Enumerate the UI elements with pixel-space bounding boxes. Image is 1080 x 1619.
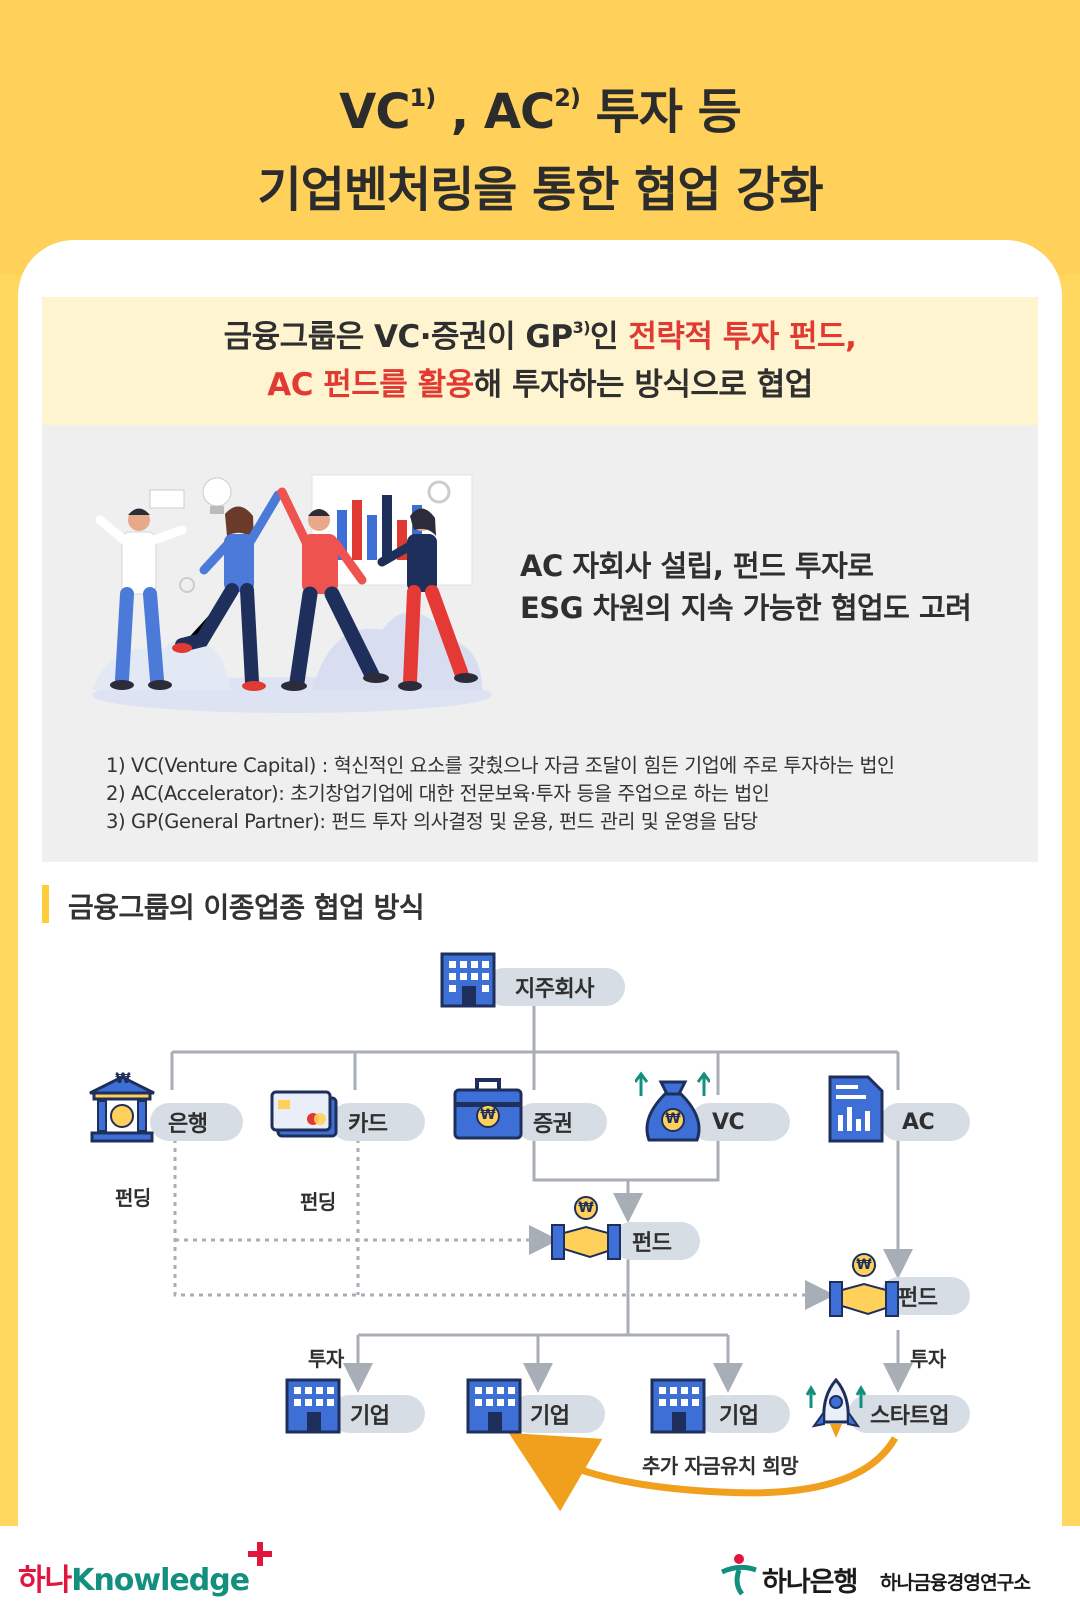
building-icon (650, 1378, 706, 1434)
building-icon (466, 1378, 522, 1434)
node-securities: 증권 (515, 1103, 607, 1141)
node-ac: AC (880, 1103, 970, 1141)
footer (0, 1526, 1080, 1619)
node-vc: VC (690, 1103, 790, 1141)
callout-line-2: AC 펀드를 활용해 투자하는 방식으로 협업 (267, 367, 813, 403)
handshake-fund-icon (551, 1196, 621, 1260)
hana-knowledge-logo: 하나Knowledge (18, 1563, 250, 1598)
funding-label-mid: 펀딩 (300, 1190, 336, 1214)
node-bank: 은행 (150, 1103, 243, 1141)
won-symbol: ₩ (856, 1257, 872, 1273)
building-icon (285, 1378, 341, 1434)
footnote-3: 3) GP(General Partner): 펀드 투자 의사결정 및 운용,… (106, 810, 758, 833)
building-icon (440, 952, 496, 1008)
handshake-fund-icon (829, 1253, 899, 1317)
team-highfive-illustration (92, 474, 492, 713)
node-card: 카드 (330, 1103, 425, 1141)
won-symbol: ₩ (578, 1200, 594, 1216)
won-symbol: ₩ (665, 1111, 681, 1127)
footnote-2: 2) AC(Accelerator): 초기창업기업에 대한 전문보육·투자 등… (106, 782, 770, 805)
node-company-2: 기업 (510, 1395, 605, 1433)
additional-funding-label: 추가 자금유치 희망 (642, 1454, 799, 1478)
node-startup: 스타트업 (848, 1395, 970, 1433)
bank-icon (89, 1075, 155, 1143)
report-document-icon (828, 1075, 884, 1143)
won-symbol: ₩ (480, 1107, 496, 1123)
ac-subsidiary-note: AC 자회사 설립, 펀드 투자로 ESG 차원의 지속 가능한 협업도 고려 (520, 545, 972, 629)
funding-label-left: 펀딩 (115, 1186, 151, 1210)
briefcase-icon (453, 1078, 523, 1140)
title-line-1: VC1) , AC2) 투자 등 (339, 84, 742, 140)
footnote-1: 1) VC(Venture Capital) : 혁신적인 요소를 갖췄으나 자… (106, 754, 895, 777)
callout-line-1: 금융그룹은 VC·증권이 GP3)인 전략적 투자 펀드, (223, 318, 857, 355)
ac-note-line-2: ESG 차원의 지속 가능한 협업도 고려 (520, 591, 972, 625)
node-company-3: 기업 (695, 1395, 790, 1433)
node-holding-company: 지주회사 (485, 968, 625, 1006)
hana-bank-logo-icon (720, 1554, 757, 1596)
title-line-2: 기업벤처링을 통한 협업 강화 (257, 162, 823, 218)
node-fund-center: 펀드 (612, 1222, 700, 1260)
rocket-icon (806, 1378, 866, 1438)
node-company-1: 기업 (330, 1395, 425, 1433)
money-bag-icon (635, 1071, 710, 1142)
header-band (0, 0, 1080, 275)
invest-label-left: 투자 (308, 1347, 344, 1371)
summary-callout: 금융그룹은 VC·증권이 GP3)인 전략적 투자 펀드, AC 펀드를 활용해… (42, 297, 1038, 425)
won-symbol: ₩ (115, 1071, 131, 1087)
credit-card-icon (270, 1090, 338, 1138)
plus-icon (248, 1542, 272, 1566)
hana-bank-name: 하나은행 (762, 1567, 858, 1598)
invest-label-right: 투자 (910, 1347, 946, 1371)
ac-note-line-1: AC 자회사 설립, 펀드 투자로 (520, 549, 874, 583)
research-institute-name: 하나금융경영연구소 (880, 1572, 1031, 1594)
section-accent-bar (42, 885, 49, 923)
section-title: 금융그룹의 이종업종 협업 방식 (68, 891, 425, 924)
